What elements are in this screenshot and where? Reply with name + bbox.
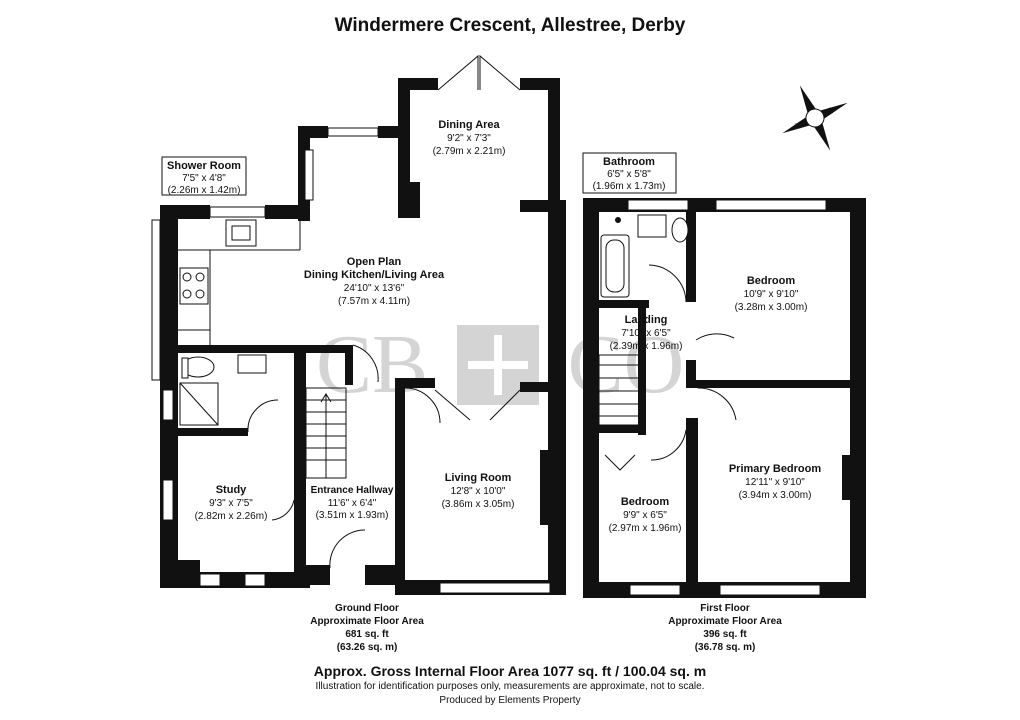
svg-text:(3.94m x 3.00m): (3.94m x 3.00m) [739, 490, 812, 501]
svg-text:(63.26 sq. m): (63.26 sq. m) [337, 642, 398, 653]
patio-doors [437, 54, 521, 91]
svg-text:(2.97m x 1.96m): (2.97m x 1.96m) [609, 523, 682, 534]
label-open-plan: Open Plan Dining Kitchen/Living Area 24'… [304, 256, 445, 307]
svg-text:Entrance Hallway: Entrance Hallway [311, 485, 394, 496]
label-bedroom-1: Bedroom 10'9" x 9'10" (3.28m x 3.00m) [735, 275, 808, 313]
svg-text:Bedroom: Bedroom [747, 275, 796, 287]
compass-n: N [803, 97, 813, 109]
svg-text:(2.79m x 2.21m): (2.79m x 2.21m) [433, 146, 506, 157]
svg-text:Dining Kitchen/Living Area: Dining Kitchen/Living Area [304, 269, 445, 281]
label-landing: Landing 7'10" x 6'5" (2.39m x 1.96m) [610, 314, 683, 352]
label-entrance-hallway: Entrance Hallway 11'6" x 6'4" (3.51m x 1… [311, 485, 394, 521]
svg-text:24'10" x 13'6": 24'10" x 13'6" [344, 283, 405, 294]
compass-icon: N E S W [782, 85, 848, 151]
first-floor-stairs [598, 354, 640, 426]
page-title: Windermere Crescent, Allestree, Derby [335, 15, 686, 36]
svg-text:(2.82m x 2.26m): (2.82m x 2.26m) [195, 511, 268, 522]
ground-stairs [305, 387, 347, 479]
disclaimer: Illustration for identification purposes… [316, 681, 705, 692]
svg-text:9'2" x 7'3": 9'2" x 7'3" [447, 133, 491, 144]
svg-text:12'11" x 9'10": 12'11" x 9'10" [745, 477, 805, 488]
compass-s: S [817, 128, 827, 140]
label-bathroom: Bathroom 6'5" x 5'8" (1.96m x 1.73m) [582, 152, 677, 194]
label-shower-room: Shower Room 7'5" x 4'8" (2.26m x 1.42m) [161, 156, 247, 196]
label-living-room: Living Room 12'8" x 10'0" (3.86m x 3.05m… [442, 472, 515, 510]
gross-area: Approx. Gross Internal Floor Area 1077 s… [314, 663, 706, 679]
label-primary-bedroom: Primary Bedroom 12'11" x 9'10" (3.94m x … [729, 463, 822, 501]
svg-text:Shower Room: Shower Room [167, 160, 241, 172]
svg-text:Ground Floor: Ground Floor [335, 603, 399, 614]
svg-text:Bathroom: Bathroom [603, 156, 655, 168]
svg-text:9'3" x 7'5": 9'3" x 7'5" [209, 498, 253, 509]
svg-text:(36.78 sq. m): (36.78 sq. m) [695, 642, 756, 653]
svg-text:Dining Area: Dining Area [438, 119, 500, 131]
svg-text:(3.51m x 1.93m): (3.51m x 1.93m) [316, 510, 389, 521]
compass-e: E [825, 105, 835, 117]
svg-text:First Floor: First Floor [700, 603, 750, 614]
svg-text:Landing: Landing [625, 314, 668, 326]
svg-text:(3.28m x 3.00m): (3.28m x 3.00m) [735, 302, 808, 313]
svg-text:10'9" x 9'10": 10'9" x 9'10" [744, 289, 799, 300]
producer: Produced by Elements Property [439, 695, 580, 706]
svg-text:(3.86m x 3.05m): (3.86m x 3.05m) [442, 499, 515, 510]
svg-text:11'6" x 6'4": 11'6" x 6'4" [328, 498, 377, 509]
first-floor-doors [604, 264, 737, 471]
svg-text:6'5" x 5'8": 6'5" x 5'8" [607, 169, 651, 180]
svg-text:Living Room: Living Room [445, 472, 512, 484]
svg-text:(2.26m x 1.42m): (2.26m x 1.42m) [168, 185, 241, 196]
ground-floor-windows [151, 127, 551, 594]
svg-text:(1.96m x 1.73m): (1.96m x 1.73m) [593, 181, 666, 192]
svg-text:12'8" x 10'0": 12'8" x 10'0" [451, 486, 506, 497]
ground-doors [247, 344, 521, 569]
svg-text:Bedroom: Bedroom [621, 496, 670, 508]
svg-text:Open Plan: Open Plan [347, 256, 402, 268]
svg-text:396 sq. ft: 396 sq. ft [703, 629, 747, 640]
svg-text:Approximate Floor Area: Approximate Floor Area [668, 616, 782, 627]
svg-text:CB: CB [316, 318, 428, 411]
ground-fixtures [178, 219, 301, 426]
bathroom-fixtures [600, 214, 689, 298]
watermark: CB CO [316, 318, 684, 411]
svg-text:9'9" x 6'5": 9'9" x 6'5" [623, 510, 667, 521]
ground-floor-area: Ground Floor Approximate Floor Area 681 … [310, 603, 424, 653]
svg-text:7'5" x 4'8": 7'5" x 4'8" [182, 173, 226, 184]
label-study: Study 9'3" x 7'5" (2.82m x 2.26m) [195, 484, 268, 522]
svg-text:Primary Bedroom: Primary Bedroom [729, 463, 822, 475]
first-floor-windows [627, 199, 827, 596]
svg-text:7'10" x 6'5": 7'10" x 6'5" [621, 328, 671, 339]
label-bedroom-2: Bedroom 9'9" x 6'5" (2.97m x 1.96m) [609, 496, 682, 534]
svg-text:(7.57m x 4.11m): (7.57m x 4.11m) [338, 296, 410, 307]
svg-text:681 sq. ft: 681 sq. ft [345, 629, 389, 640]
svg-text:Approximate Floor Area: Approximate Floor Area [310, 616, 424, 627]
first-floor-area: First Floor Approximate Floor Area 396 s… [668, 603, 782, 653]
label-dining-area: Dining Area 9'2" x 7'3" (2.79m x 2.21m) [433, 119, 506, 157]
svg-text:(2.39m x 1.96m): (2.39m x 1.96m) [610, 341, 683, 352]
svg-text:Study: Study [216, 484, 247, 496]
